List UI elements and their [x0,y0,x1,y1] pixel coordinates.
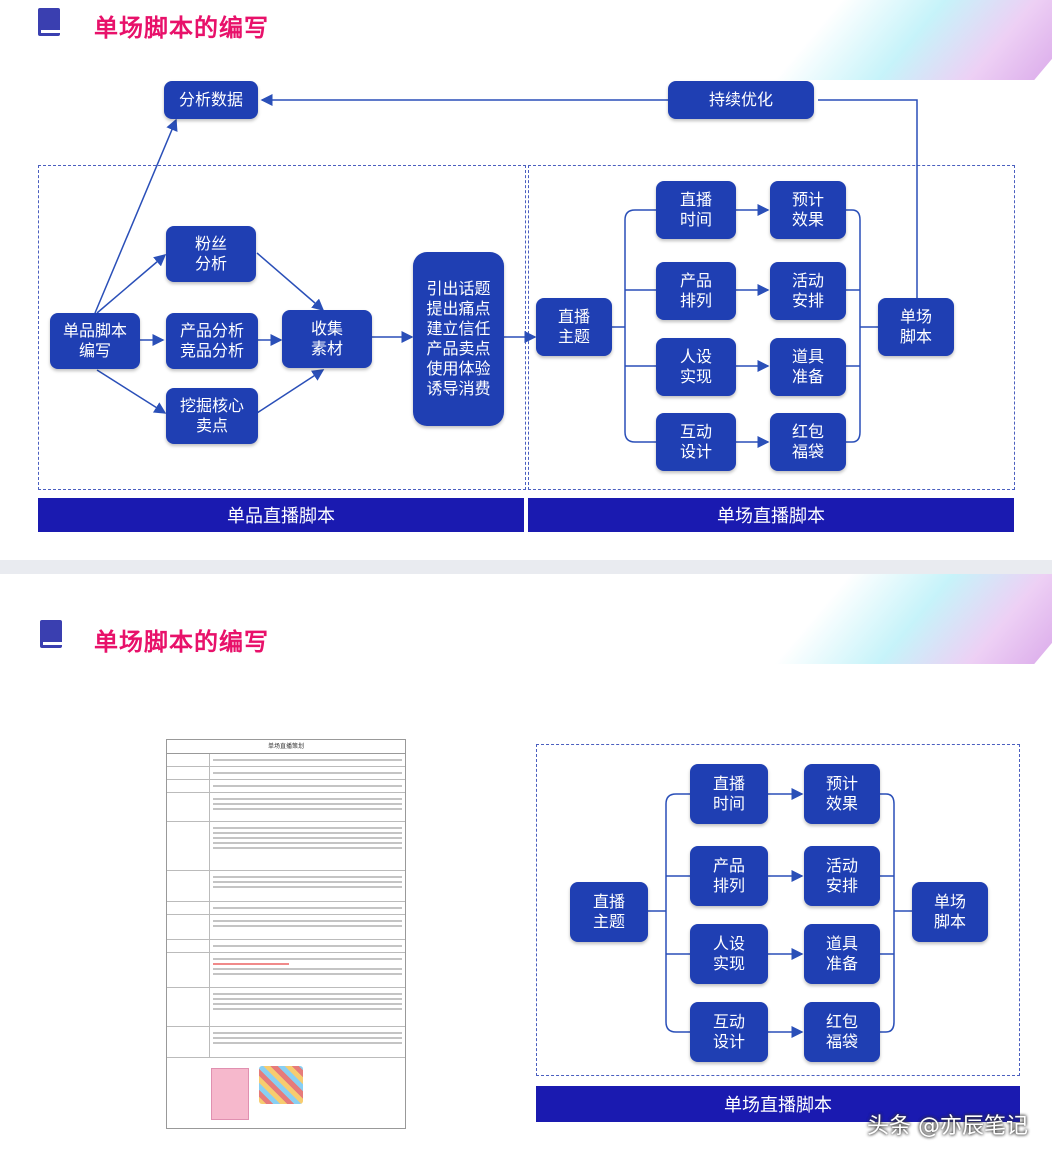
product-analysis-node: 产品分析 竞品分析 [166,313,258,369]
script-document-thumbnail: 单场直播策划 [166,739,406,1129]
product-image [211,1068,249,1120]
core-selling-point-node: 挖掘核心 卖点 [166,388,258,444]
expected-effect-node: 预计 效果 [804,764,880,824]
session-script-node: 单场 脚本 [912,882,988,942]
interaction-node: 互动 设计 [690,1002,768,1062]
props-node: 道具 准备 [770,338,846,396]
expected-effect-node: 预计 效果 [770,181,846,239]
single-script-node: 单品脚本 编写 [50,313,140,369]
persona-node: 人设 实现 [690,924,768,984]
live-time-node: 直播 时间 [656,181,736,239]
activity-setup-node: 活动 安排 [804,846,880,906]
interaction-node: 互动 设计 [656,413,736,471]
coupon-image [259,1066,303,1104]
fan-analysis-node: 粉丝 分析 [166,226,256,282]
single-product-bar: 单品直播脚本 [38,498,524,532]
book-icon [40,620,62,648]
product-order-node: 产品 排列 [656,262,736,320]
single-session-section [528,165,1015,490]
props-node: 道具 准备 [804,924,880,984]
red-packet-node: 红包 福袋 [804,1002,880,1062]
session-script-node: 单场 脚本 [878,298,954,356]
product-order-node: 产品 排列 [690,846,768,906]
slide-title: 单场脚本的编写 [94,628,269,656]
connector-lines [94,94,918,448]
red-packet-node: 红包 福袋 [770,413,846,471]
document-title: 单场直播策划 [167,740,405,754]
collect-material-node: 收集 素材 [282,310,372,368]
connector-lines [648,788,912,1038]
analyze-data-node: 分析数据 [164,81,258,119]
live-time-node: 直播 时间 [690,764,768,824]
live-theme-node: 直播 主题 [570,882,648,942]
book-icon [38,8,60,36]
slide-2: 单场脚本的编写 单场直播策划 直播 主题 直播 时间 预计 [0,574,1052,1162]
single-session-section [536,744,1020,1076]
single-session-bar: 单场直播脚本 [528,498,1014,532]
single-product-section [38,165,526,490]
activity-setup-node: 活动 安排 [770,262,846,320]
single-session-bar: 单场直播脚本 [536,1086,1020,1122]
persona-node: 人设 实现 [656,338,736,396]
continuous-optimization-node: 持续优化 [668,81,814,119]
script-steps-node: 引出话题 提出痛点 建立信任 产品卖点 使用体验 诱导消费 [413,252,504,426]
slide-title: 单场脚本的编写 [94,14,269,42]
live-theme-node: 直播 主题 [536,298,612,356]
slide-1: 单场脚本的编写 分析数据 持 [0,0,1052,560]
watermark: 头条 @亦辰笔记 [867,1114,1028,1139]
